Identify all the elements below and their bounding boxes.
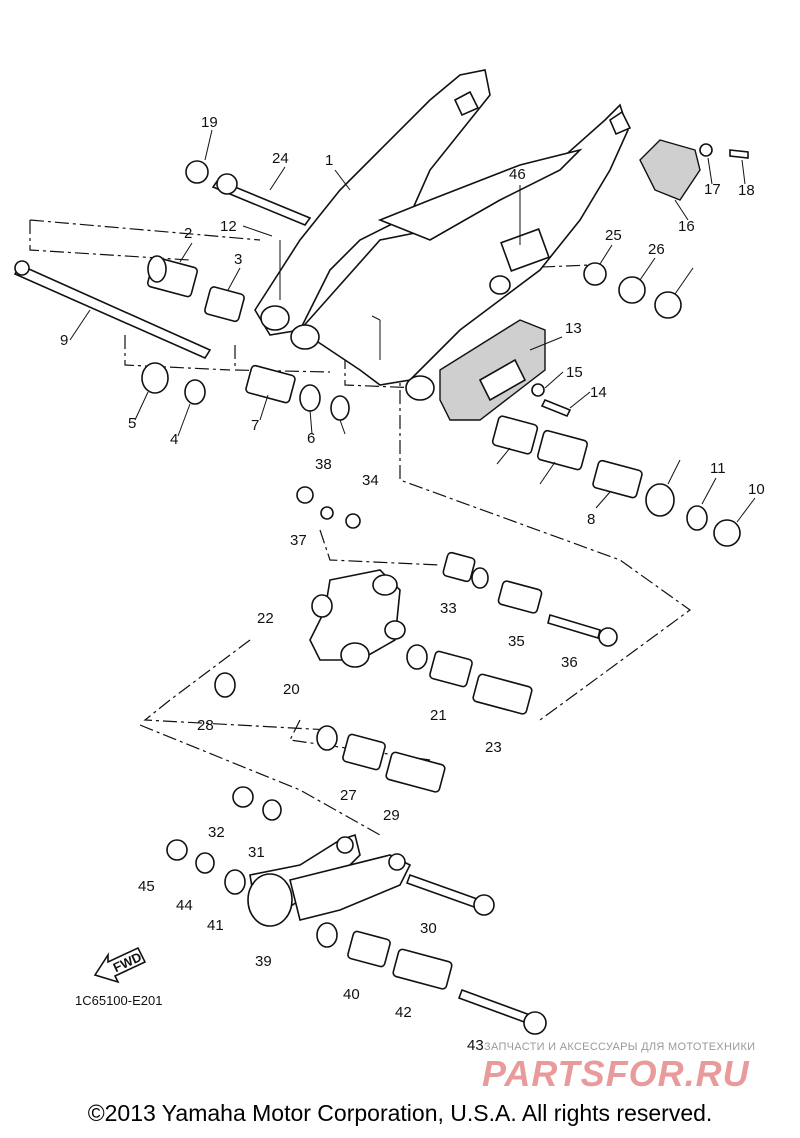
callout-16: 16 [678, 218, 695, 235]
callout-25: 25 [605, 227, 622, 244]
callout-2: 2 [184, 225, 192, 242]
callout-15: 15 [566, 364, 583, 381]
callout-31: 31 [248, 844, 265, 861]
callout-24: 24 [272, 150, 289, 167]
callout-37: 37 [290, 532, 307, 549]
callout-29: 29 [383, 807, 400, 824]
callout-36: 36 [561, 654, 578, 671]
callout-labels: 1 2 3 4 5 6 7 8 9 10 11 12 13 14 15 16 1… [60, 114, 765, 1054]
callout-10: 10 [748, 481, 765, 498]
callout-20: 20 [283, 681, 300, 698]
callout-39: 39 [255, 953, 272, 970]
callout-32: 32 [208, 824, 225, 841]
callout-11: 11 [710, 460, 726, 477]
callout-7: 7 [251, 417, 259, 434]
callout-38: 38 [315, 456, 332, 473]
callout-8: 8 [587, 511, 595, 528]
callout-33: 33 [440, 600, 457, 617]
callout-44: 44 [176, 897, 193, 914]
connecting-rod [166, 725, 547, 1035]
callout-9: 9 [60, 332, 68, 349]
callout-3: 3 [234, 251, 242, 268]
callout-41: 41 [207, 917, 224, 934]
callout-27: 27 [340, 787, 357, 804]
callout-23: 23 [485, 739, 502, 756]
callout-1: 1 [325, 152, 333, 169]
watermark-subtitle: ЗАПЧАСТИ И АКСЕССУАРЫ ДЛЯ МОТОТЕХНИКИ [484, 1041, 756, 1053]
partsfor-watermark-logo: PARTSFOR.RU [482, 1054, 750, 1094]
chain-guide [439, 319, 546, 421]
callout-6: 6 [307, 430, 315, 447]
assembly-guide-lines [29, 219, 692, 836]
callout-45: 45 [138, 878, 155, 895]
forward-arrow: FWD [93, 946, 147, 984]
callout-42: 42 [395, 1004, 412, 1021]
callout-14: 14 [590, 384, 607, 401]
callout-5: 5 [128, 415, 136, 432]
callout-12: 12 [220, 218, 237, 235]
chain-guard [639, 139, 701, 201]
fwd-label: FWD [111, 949, 144, 975]
callout-43: 43 [467, 1037, 484, 1054]
callout-28: 28 [197, 717, 214, 734]
svg-text:PARTSFOR.RU: PARTSFOR.RU [482, 1054, 750, 1094]
callout-26: 26 [648, 241, 665, 258]
callout-17: 17 [704, 181, 721, 198]
callout-35: 35 [508, 633, 525, 650]
callout-13: 13 [565, 320, 582, 337]
swingarm [254, 69, 632, 401]
callout-22: 22 [257, 610, 274, 627]
reference-code: 1C65100-E201 [75, 993, 162, 1008]
callout-19: 19 [201, 114, 218, 131]
upper-pivot-parts [13, 143, 749, 547]
callout-leaders [69, 129, 756, 523]
callout-30: 30 [420, 920, 437, 937]
copyright-notice: ©2013 Yamaha Motor Corporation, U.S.A. A… [87, 1100, 713, 1126]
callout-18: 18 [738, 182, 755, 199]
callout-4: 4 [170, 431, 178, 448]
callout-21: 21 [430, 707, 447, 724]
callout-40: 40 [343, 986, 360, 1003]
relay-arm [214, 486, 618, 715]
callout-34: 34 [362, 472, 379, 489]
callout-46: 46 [509, 166, 526, 183]
